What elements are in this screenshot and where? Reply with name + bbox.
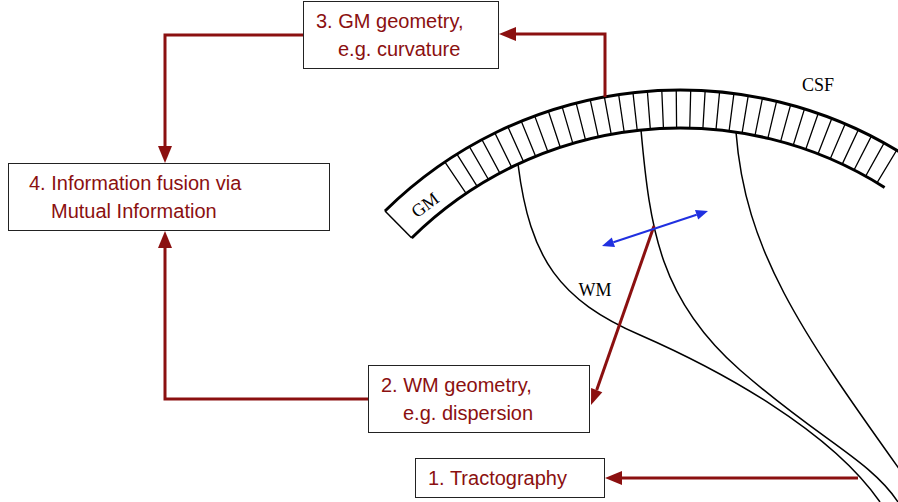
arrow-head (591, 388, 602, 405)
flow-connector (158, 231, 368, 399)
process-box: 4. Information fusion via Mutual Informa… (8, 163, 330, 231)
arrow-head (499, 27, 516, 41)
box-text: 4. Information fusion via Mutual Informa… (51, 169, 269, 225)
leader-arrow (515, 34, 605, 97)
wm-fiber (736, 132, 898, 470)
arrow-head (605, 471, 622, 485)
box-text: 1. Tractography (428, 464, 592, 492)
gm-hatching (455, 109, 895, 178)
gm-end-cap (385, 211, 412, 238)
process-box: 3. GM geometry, e.g. curvature (303, 1, 499, 69)
gm-inner-surface (412, 128, 885, 238)
gm-outer-surface (385, 90, 898, 211)
leader-arrow (597, 226, 654, 390)
arrow-head (158, 231, 172, 248)
connector-line (165, 248, 368, 399)
leader-arrow (621, 477, 858, 480)
wm-fiber (641, 130, 898, 502)
flow-connector (158, 35, 303, 163)
box-text: 3. GM geometry, e.g. curvature (338, 7, 490, 63)
arrow-head (158, 146, 172, 163)
arrow-head (695, 210, 708, 220)
region-label: CSF (802, 75, 834, 95)
arrow-head (602, 238, 615, 248)
box-text: 2. WM geometry, e.g. dispersion (403, 371, 563, 427)
dispersion-arrow (613, 215, 696, 242)
process-box: 2. WM geometry, e.g. dispersion (368, 365, 590, 433)
wm-fiber (518, 164, 880, 502)
process-box: 1. Tractography (415, 458, 605, 498)
connector-line (165, 35, 303, 146)
region-label: WM (579, 280, 612, 300)
